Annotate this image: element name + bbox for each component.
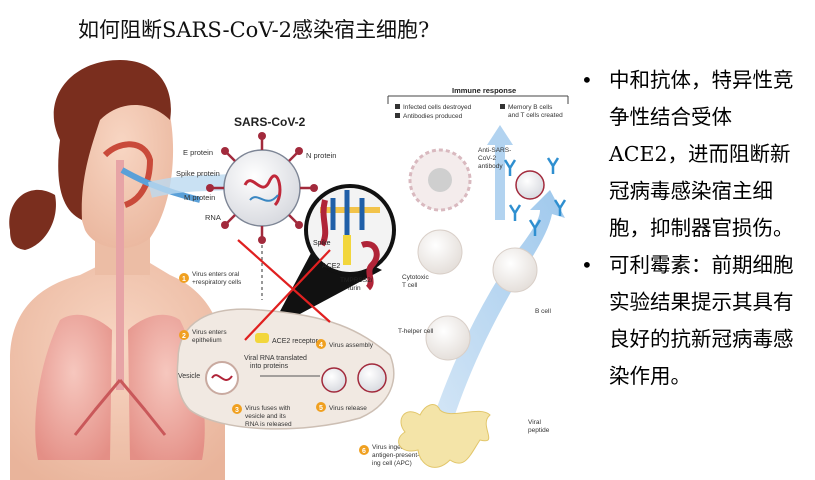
immune-legend-2: Antibodies produced <box>403 113 463 120</box>
step-3-line-2: vesicle and its <box>245 413 287 420</box>
b-cell-label: B cell <box>535 308 551 315</box>
infected-cell-destroyed <box>408 148 472 212</box>
viral-rna-line-1: Viral RNA translated <box>244 355 307 362</box>
step-3-num: 3 <box>235 407 239 414</box>
bullet-dot: • <box>581 68 593 92</box>
b-cell <box>492 247 538 293</box>
antibody-line-2: CoV-2 <box>478 155 496 162</box>
tmprss2-line-1: TMPRSS2/ <box>340 277 373 284</box>
step-5: 5 Virus release <box>316 402 367 412</box>
immune-header: Immune response <box>452 86 516 95</box>
cytotoxic-line-2: T cell <box>402 282 418 289</box>
bullet-carrimycin: • 可利霉素：前期细胞实验结果提示其具有良好的抗新冠病毒感染作用。 <box>577 247 809 395</box>
step-4-text: Virus assembly <box>329 342 374 349</box>
bullet-dot: • <box>581 253 593 277</box>
step-1-line-2: +respiratory cells <box>192 279 242 286</box>
step-1-line-1: Virus enters oral <box>192 271 240 278</box>
step-6-line-2: antigen-present- <box>372 452 419 459</box>
step-6-line-1: Virus ingested by <box>372 444 422 451</box>
up-flow-arrow <box>487 125 513 220</box>
t-helper-cell <box>425 315 471 361</box>
red-cross <box>237 239 331 341</box>
bullet-neutralizing-antibody: • 中和抗体，特异性竞争性结合受体ACE2，进而阻断新冠病毒感染宿主细胞，抑制器… <box>577 62 809 247</box>
label-rna: RNA <box>205 213 221 222</box>
step-5-text: Virus release <box>329 405 367 412</box>
step-2-line-2: epithelium <box>192 337 222 344</box>
zoom-label-ace2: ACE2 <box>322 263 340 270</box>
legend-3-line-1: Memory B cells <box>508 104 553 111</box>
step-1-num: 1 <box>182 276 186 283</box>
step-4: 4 Virus assembly <box>316 339 374 349</box>
bullet-text: 可利霉素：前期细胞实验结果提示其具有良好的抗新冠病毒感染作用。 <box>609 253 794 388</box>
intracell-virions <box>205 333 387 395</box>
infection-diagram: SARS-CoV-2 E protein Spike protein M pro… <box>9 60 569 480</box>
antigen-presenting-cell <box>398 404 491 468</box>
step-3-line-3: RNA is released <box>245 421 292 428</box>
label-n-protein: N protein <box>306 151 336 160</box>
step-5-num: 5 <box>319 405 323 412</box>
label-m-protein: M protein <box>184 193 215 202</box>
bullet-text: 中和抗体，特异性竞争性结合受体ACE2，进而阻断新冠病毒感染宿主细胞，抑制器官损… <box>609 68 794 240</box>
antibody-virion <box>503 157 567 236</box>
step-3-line-1: Virus fuses with <box>245 405 291 412</box>
bullet-list: • 中和抗体，特异性竞争性结合受体ACE2，进而阻断新冠病毒感染宿主细胞，抑制器… <box>577 62 809 395</box>
label-vesicle: Vesicle <box>178 373 200 380</box>
cytotoxic-line-1: Cytotoxic <box>402 274 429 281</box>
tmprss2-line-2: furin <box>348 285 361 292</box>
zoom-label-tmprss2: TMPRSS2/furin <box>340 277 373 292</box>
step-4-num: 4 <box>319 342 323 349</box>
slide-title: 如何阻断SARS-CoV-2感染宿主细胞? <box>78 18 430 42</box>
viral-rna-line-2: into proteins <box>250 363 289 370</box>
immune-legend-1: Infected cells destroyed <box>403 104 472 111</box>
label-e-protein: E protein <box>183 148 213 157</box>
step-2-num: 2 <box>182 333 186 340</box>
label-spike-protein: Spike protein <box>176 169 220 178</box>
human-figure <box>9 60 225 480</box>
label-ace2-receptor: ACE2 receptor <box>272 338 319 345</box>
virion <box>206 132 318 244</box>
cytotoxic-t-cell <box>417 229 463 275</box>
virus-title: SARS-CoV-2 <box>234 115 306 129</box>
step-6-line-3: ing cell (APC) <box>372 460 412 467</box>
step-1-text: Virus enters oral+respiratory cells <box>192 271 242 286</box>
peptide-line-1: Viral <box>528 419 541 426</box>
step-1: 1 Virus enters oral+respiratory cells <box>179 271 242 286</box>
zoom-label-spike: Spike <box>313 240 331 247</box>
peptide-line-2: peptide <box>528 427 550 434</box>
step-2-line-1: Virus enters <box>192 329 227 336</box>
antibody-line-1: Anti-SARS- <box>478 147 511 154</box>
antibody-line-3: antibody <box>478 163 503 170</box>
t-helper-label: T-helper cell <box>398 328 434 335</box>
immune-panel: Immune response Infected cells destroyed… <box>387 86 569 120</box>
step-6-num: 6 <box>362 448 366 455</box>
legend-3-line-2: and T cells created <box>508 112 563 119</box>
host-cell <box>176 308 395 430</box>
